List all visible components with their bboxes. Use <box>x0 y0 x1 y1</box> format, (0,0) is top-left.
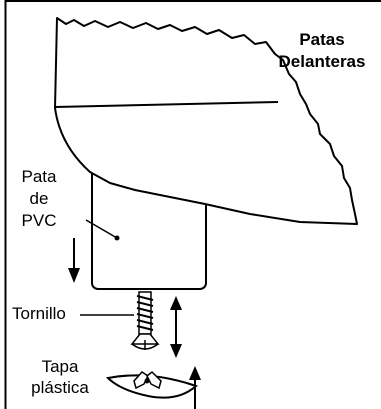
screw-label: Tornillo <box>12 304 66 323</box>
title-line-1: Patas <box>299 30 345 49</box>
furniture-seam-line <box>54 101 279 108</box>
screw-updown-arrow-bottom-head <box>170 344 182 358</box>
pvc-leg-label-line-1: Pata <box>21 167 57 186</box>
plastic-cap-label: Tapa plástica <box>26 358 94 396</box>
leg-leader-line <box>85 219 118 239</box>
plastic-cap-label-line-2: plástica <box>31 378 89 397</box>
cap-up-arrow-head <box>189 366 201 380</box>
screw <box>130 291 160 350</box>
pvc-leg-label-line-2: de <box>29 189 49 208</box>
plastic-cap <box>105 370 198 399</box>
furniture-body <box>54 17 358 225</box>
pvc-leg-label-line-3: PVC <box>21 211 57 230</box>
pvc-leg-label: Pata de PVC <box>14 168 64 229</box>
screw-updown-arrow-top-head <box>170 296 182 310</box>
title-line-2: Delanteras <box>278 52 366 71</box>
plastic-cap-label-line-1: Tapa <box>41 357 79 376</box>
leg-down-arrow-head <box>68 268 80 283</box>
diagram-title: Patas Delanteras <box>272 31 372 70</box>
